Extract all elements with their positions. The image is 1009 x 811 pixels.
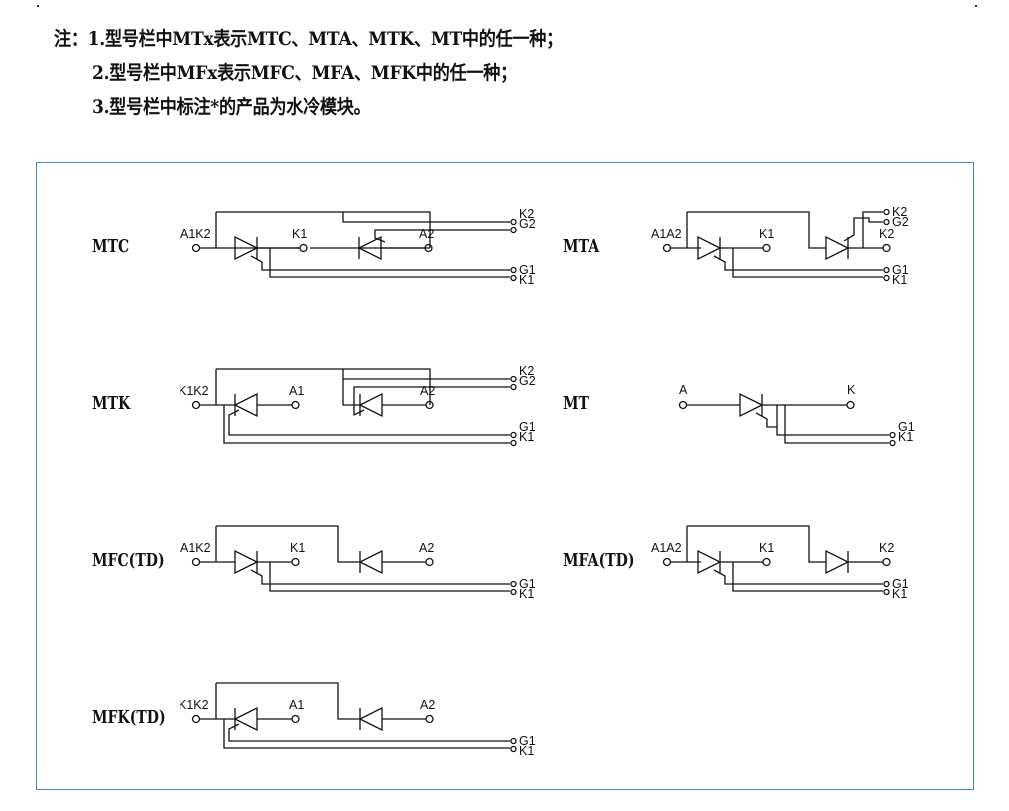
terminal-label: K2 <box>519 207 534 221</box>
terminal-label: K1K2 <box>180 698 209 712</box>
terminal-label: A1A2 <box>651 227 682 241</box>
model-label: MFA(TD) <box>563 550 635 571</box>
note-line-1: 注：1.型号栏中MTx表示MTC、MTA、MTK、MT中的任一种； <box>54 28 563 50</box>
circuit-mta: A1A2 K1 K2 K2 G2 G1 K1 <box>651 205 909 287</box>
terminal-label: K1 <box>519 587 534 601</box>
terminal-label: G1 <box>892 577 909 591</box>
terminal-label: G1 <box>898 420 915 434</box>
circuit-mt: A K G1 K1 <box>678 383 915 447</box>
terminal-label: K1 <box>898 430 913 444</box>
model-label: MFK(TD) <box>92 707 166 728</box>
model-label: MTC <box>92 236 130 257</box>
terminal-label: A1 <box>289 384 304 398</box>
terminal-label: K2 <box>879 541 894 555</box>
terminal-label: A1A2 <box>651 541 682 555</box>
model-label: MT <box>563 393 589 414</box>
terminal-label: A <box>679 383 688 397</box>
terminal-label: K1 <box>292 227 307 241</box>
model-label: MTA <box>563 236 600 257</box>
terminal-label: K1 <box>892 273 907 287</box>
terminal-label: A1K2 <box>180 227 211 241</box>
terminal-label: K1 <box>759 227 774 241</box>
terminal-label: K1 <box>519 744 534 758</box>
terminal-label: K1K2 <box>180 384 209 398</box>
corner-mark-right <box>975 5 977 7</box>
terminal-label: A2 <box>420 384 435 398</box>
terminal-label: K1 <box>519 430 534 444</box>
model-label: MTK <box>92 393 131 414</box>
terminal-label: K1 <box>519 273 534 287</box>
circuit-mfc-td: A1K2 K1 A2 G1 K1 <box>180 525 536 601</box>
terminal-label: G1 <box>519 420 536 434</box>
terminal-label: K1 <box>759 541 774 555</box>
circuit-mtc: A1K2 K1 A2 K2 G2 G1 K1 <box>180 207 536 287</box>
note-line-2: 2.型号栏中MFx表示MFC、MFA、MFK中的任一种； <box>92 62 517 84</box>
terminal-label: G1 <box>519 734 536 748</box>
terminal-label: G1 <box>519 577 536 591</box>
terminal-label: G1 <box>519 263 536 277</box>
corner-mark-left <box>37 5 39 7</box>
circuit-mfk-td: K1K2 A1 A2 G1 K1 <box>180 682 536 758</box>
terminal-label: A2 <box>419 541 434 555</box>
terminal-label: A2 <box>419 227 434 241</box>
terminal-label: K1 <box>892 587 907 601</box>
terminal-label: A2 <box>420 698 435 712</box>
circuit-mfa-td: A1A2 K1 K2 G1 K1 <box>651 525 909 601</box>
circuit-mtk: K1K2 A1 A2 K2 G2 G1 K1 <box>180 364 536 447</box>
terminal-label: K2 <box>892 205 907 219</box>
terminal-label: K2 <box>519 364 534 378</box>
terminal-label: K1 <box>290 541 305 555</box>
terminal-label: A1 <box>289 698 304 712</box>
terminal-label: G2 <box>892 215 909 229</box>
circuit-diagrams-frame <box>36 162 974 790</box>
terminal-label: K <box>847 383 856 397</box>
terminal-label: G2 <box>519 217 536 231</box>
note-line-3: 3.型号栏中标注*的产品为水冷模块。 <box>92 96 371 118</box>
terminal-label: G2 <box>519 374 536 388</box>
terminal-label: K2 <box>879 227 894 241</box>
terminal-label: G1 <box>892 263 909 277</box>
model-label: MFC(TD) <box>92 550 165 571</box>
terminal-label: A1K2 <box>180 541 211 555</box>
